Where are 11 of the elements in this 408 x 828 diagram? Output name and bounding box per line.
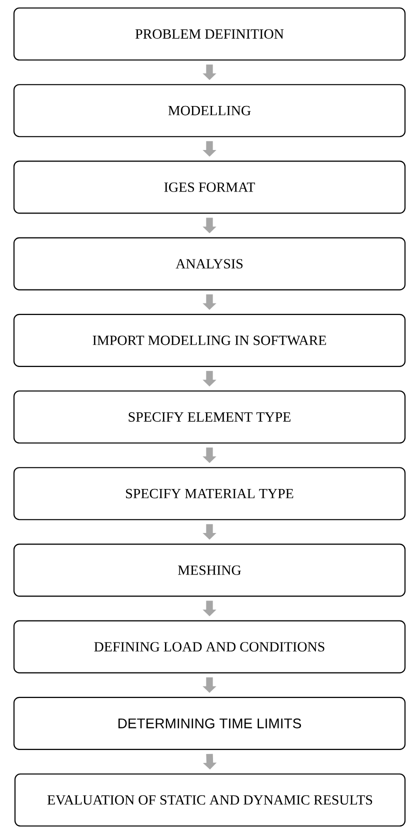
process-box: DETERMINING TIME LIMITS [13,696,406,750]
process-box: SPECIFY ELEMENT TYPE [13,390,406,444]
process-box: ANALYSIS [13,237,406,290]
process-box: IGES FORMAT [13,160,406,214]
process-box: PROBLEM DEFINITION [13,7,406,61]
process-box: MESHING [13,544,406,597]
process-box: MODELLING [13,84,406,138]
process-box: EVALUATION OF STATIC AND DYNAMIC RESULTS [14,773,406,827]
process-box: SPECIFY MATERIAL TYPE [13,467,406,520]
process-box: IMPORT MODELLING IN SOFTWARE [13,314,406,367]
process-box: DEFINING LOAD AND CONDITIONS [13,620,406,674]
